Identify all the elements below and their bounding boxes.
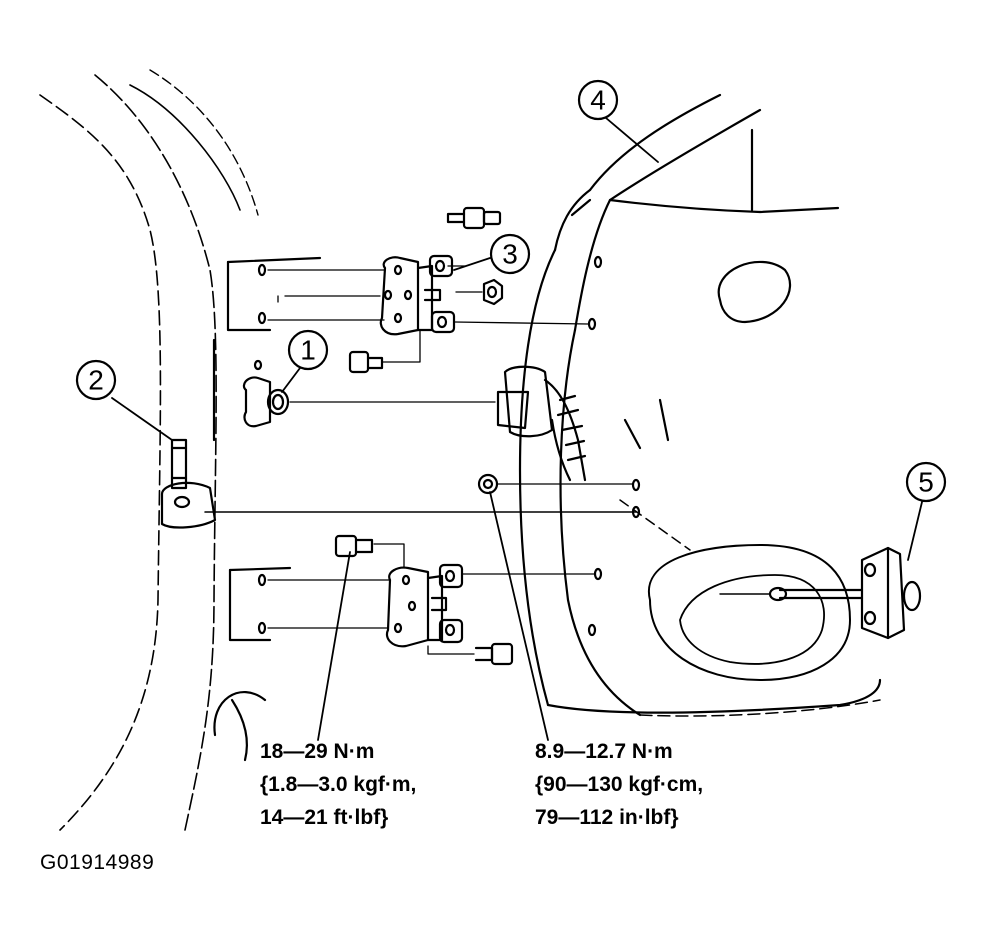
torque-right-line-1: 8.9—12.7 N·m [535, 740, 673, 763]
callout-3-label: 3 [502, 239, 518, 270]
leader-torque-left [317, 551, 351, 741]
upper-hinge [379, 254, 456, 336]
callout-5-label: 5 [918, 467, 934, 498]
checker-pin [477, 473, 499, 495]
alignment-lines [267, 265, 633, 655]
leader-2 [111, 397, 173, 441]
torque-left-line-3: 14—21 ft·lbf} [260, 806, 389, 829]
callout-1-label: 1 [300, 335, 316, 366]
torque-left-line-1: 18—29 N·m [260, 740, 375, 763]
callout-5: 5 [905, 461, 947, 503]
bolt-lower-top [334, 534, 374, 558]
body-pillar [39, 69, 322, 831]
torque-spec-checker-bolt: 8.9—12.7 N·m {90—130 kgf·cm, 79—112 in·l… [535, 735, 703, 834]
bolt-upper-bottom [348, 350, 384, 374]
callout-2-label: 2 [88, 365, 104, 396]
lower-hinge [385, 563, 464, 648]
callout-4-label: 4 [590, 85, 606, 116]
leader-5 [907, 501, 923, 561]
torque-right-line-2: {90—130 kgf·cm, [535, 773, 704, 796]
callout-3: 3 [489, 233, 531, 275]
torque-spec-hinge-bolts: 18—29 N·m {1.8—3.0 kgf·m, 14—21 ft·lbf} [260, 735, 416, 834]
hinge-bolts [334, 206, 514, 666]
bolt-upper-top [446, 206, 502, 230]
bolt-lower-bottom [474, 642, 514, 666]
callout-4: 4 [577, 79, 619, 121]
leader-4 [605, 117, 659, 163]
wiring-harness [242, 365, 587, 482]
callout-2: 2 [75, 359, 117, 401]
callout-leaders [111, 117, 923, 741]
leader-3 [453, 257, 491, 271]
callout-1: 1 [287, 329, 329, 371]
door-panel [518, 93, 882, 717]
nut-upper [482, 278, 504, 306]
leader-1 [281, 367, 301, 393]
figure-id: G01914989 [40, 851, 155, 874]
door-checker [160, 438, 922, 640]
leader-torque-right [489, 491, 549, 741]
torque-right-line-3: 79—112 in·lbf} [535, 806, 679, 829]
torque-left-line-2: {1.8—3.0 kgf·m, [260, 773, 417, 796]
